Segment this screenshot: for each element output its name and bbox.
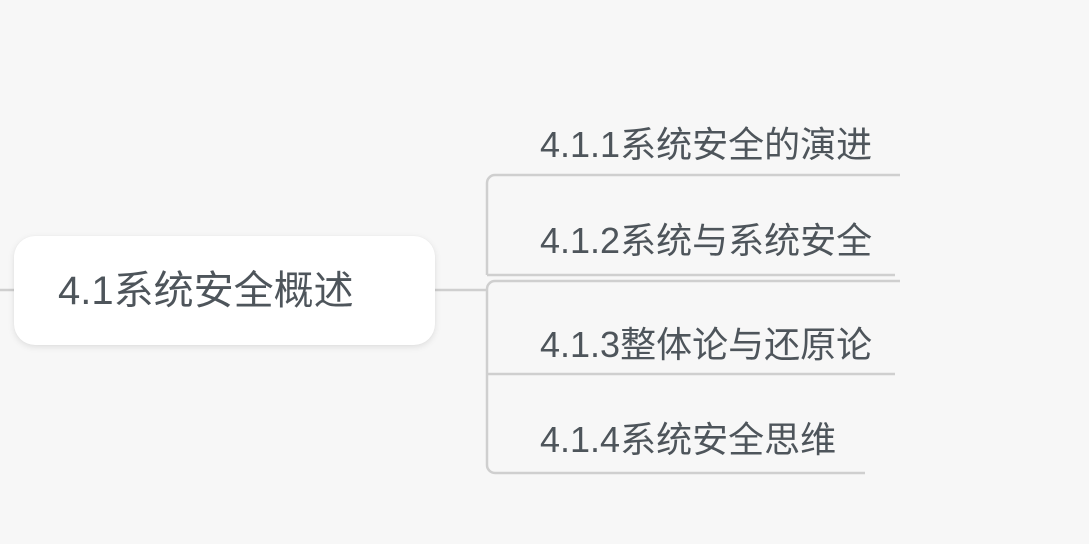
child-node-label: 4.1.3整体论与还原论 (540, 324, 873, 365)
mindmap-child-node-3[interactable]: 4.1.3整体论与还原论 (540, 320, 872, 370)
mindmap-child-node-4[interactable]: 4.1.4系统安全思维 (540, 415, 836, 465)
root-node-label: 4.1系统安全概述 (58, 268, 354, 313)
child-node-label: 4.1.2系统与系统安全 (540, 220, 873, 261)
mindmap-child-node-2[interactable]: 4.1.2系统与系统安全 (540, 216, 872, 266)
mindmap-child-node-1[interactable]: 4.1.1系统安全的演进 (540, 120, 872, 170)
mindmap-root-node[interactable]: 4.1系统安全概述 (14, 236, 435, 345)
child-node-label: 4.1.4系统安全思维 (540, 419, 837, 460)
child-node-label: 4.1.1系统安全的演进 (540, 124, 873, 165)
